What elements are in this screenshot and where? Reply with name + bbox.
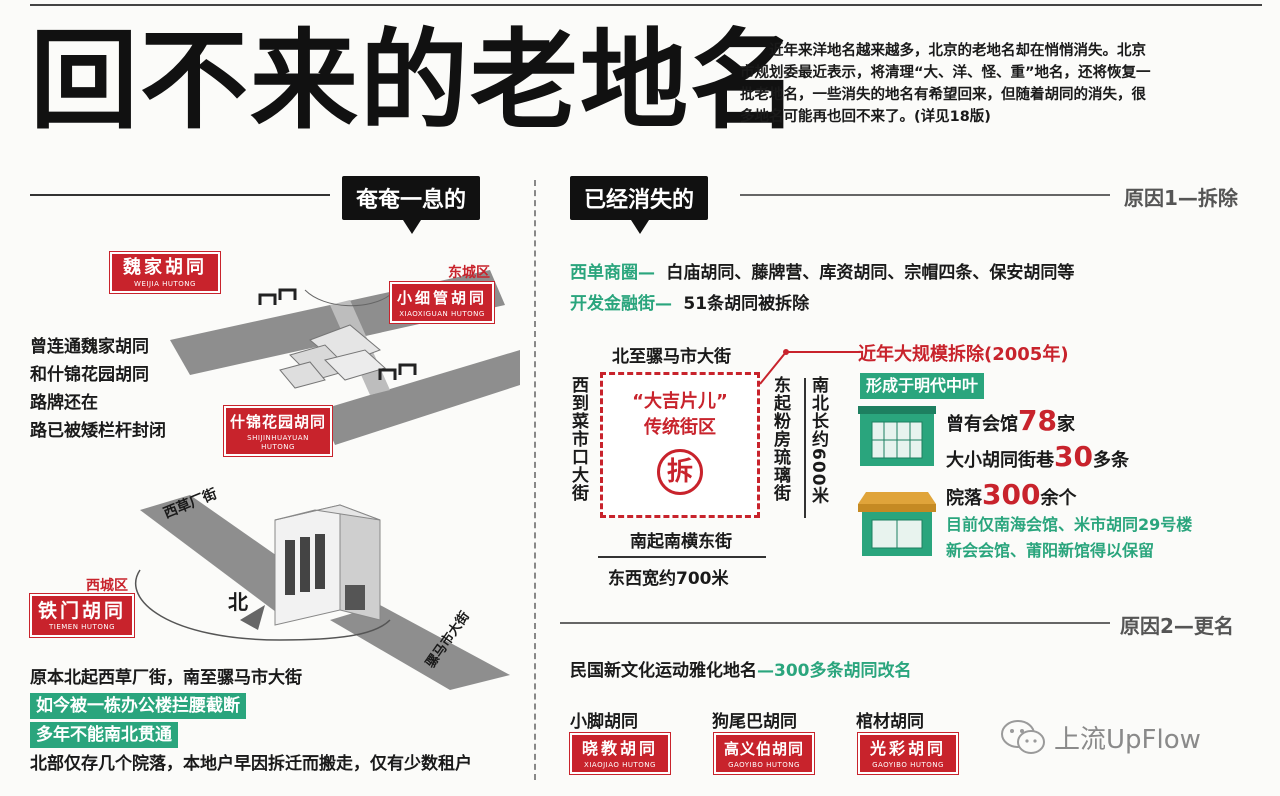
- office-building: [274, 504, 381, 626]
- stat-guildhalls: 曾有会馆78家: [946, 404, 1075, 437]
- left-header-rule: [30, 194, 330, 196]
- sign-weijia: 魏家胡同 WEIJIA HUTONG: [109, 251, 221, 294]
- reason2-label: 原因2—更名: [1116, 610, 1238, 639]
- pointer-to-title: [759, 349, 860, 385]
- right-section-header: 已经消失的: [570, 176, 709, 234]
- sign-xiaojiao: 晓教胡同 XIAOJIAO HUTONG: [569, 732, 671, 775]
- sign-guangcai: 光彩胡同 GAOYIBO HUTONG: [857, 732, 959, 775]
- wechat-icon: [1001, 720, 1045, 754]
- left-section-header: 奄奄一息的: [342, 176, 481, 234]
- map-width: 东西宽约700米: [608, 569, 729, 589]
- map-length: 南北长约600米: [808, 376, 828, 505]
- preserved-list: 目前仅南海会馆、米市胡同29号楼 新会会馆、莆阳新馆得以保留: [946, 515, 1193, 560]
- map-north: 北至骡马市大街: [612, 347, 731, 367]
- map-west: 西到菜市口大街: [568, 376, 588, 502]
- blocks: [279, 324, 386, 389]
- reason1-label: 原因1—拆除: [1120, 182, 1242, 211]
- tiemen-text-1: 原本北起西草厂街，南至骡马市大街: [30, 668, 302, 688]
- column-divider: [534, 180, 536, 780]
- guildhall-icon: [858, 406, 936, 466]
- rename-line: 民国新文化运动雅化地名—300多条胡同改名: [570, 661, 912, 681]
- demolition-title: 近年大规模拆除(2005年): [858, 344, 1069, 365]
- old-name-1: 小脚胡同: [570, 712, 638, 732]
- district-xicheng: 西城区: [86, 578, 128, 594]
- top-rule: [30, 4, 1262, 6]
- length-bar: [804, 378, 806, 518]
- formed-in-ming: 形成于明代中叶: [860, 373, 985, 399]
- area-name-1: “大吉片儿”: [632, 391, 728, 412]
- old-name-3: 棺材胡同: [856, 712, 924, 732]
- finance-line: 开发金融街— 51条胡同被拆除: [570, 294, 810, 314]
- north-arrow: [240, 605, 265, 630]
- map-east: 东起粉房琉璃街: [770, 376, 790, 502]
- sign-gaoyibo: 高义伯胡同 GAOYIBO HUTONG: [713, 732, 815, 775]
- street-lower: [320, 350, 520, 445]
- sign-tiemen: 铁门胡同 TIEMEN HUTONG: [29, 593, 135, 638]
- daji-area-box: “大吉片儿” 传统街区 拆: [600, 372, 760, 518]
- route-curve: [134, 569, 391, 641]
- area-name-2: 传统街区: [644, 417, 716, 438]
- demolish-stamp: 拆: [657, 449, 703, 495]
- tiemen-text-2: 北部仅存几个院落，本地户早因拆迁而搬走，仅有少数租户: [30, 754, 472, 774]
- alley-description: 曾连通魏家胡同 和什锦花园胡同 路牌还在 路已被矮栏杆封闭: [30, 337, 166, 441]
- barriers: [258, 288, 417, 380]
- sign-xiaoxiguan: 小细管胡同 XIAOXIGUAN HUTONG: [389, 281, 495, 324]
- xidan-line: 西单商圈— 白庙胡同、藤牌营、库资胡同、宗帽四条、保安胡同等: [570, 263, 1075, 283]
- reason2-rule: [560, 622, 1110, 624]
- north-label: 北: [228, 590, 248, 614]
- page-title: 回不来的老地名: [30, 19, 801, 144]
- width-bar: [598, 556, 766, 558]
- reason1-rule: [740, 194, 1110, 196]
- intro-paragraph: 近年来洋地名越来越多，北京的老地名却在悄悄消失。北京市规划委最近表示，将清理“大…: [740, 43, 1151, 125]
- tiemen-highlight-2: 多年不能南北贯通: [30, 722, 178, 748]
- tiemen-illustration: [134, 495, 510, 690]
- stat-alleys: 大小胡同街巷30多条: [946, 440, 1129, 473]
- tiemen-highlight-1: 如今被一栋办公楼拦腰截断: [30, 693, 246, 719]
- stat-courtyards: 院落300余个: [946, 478, 1077, 511]
- street-luomashi: [330, 605, 510, 690]
- pointer-line: [304, 289, 391, 307]
- watermark: 上流UpFlow: [1000, 718, 1201, 756]
- map-south: 南起南横东街: [630, 532, 732, 552]
- old-name-2: 狗尾巴胡同: [712, 712, 797, 732]
- district-dongcheng: 东城区: [448, 265, 490, 281]
- courtyard-icon: [858, 492, 936, 556]
- sign-shijinhuayuan: 什锦花园胡同 SHIJINHUAYUAN HUTONG: [223, 405, 333, 457]
